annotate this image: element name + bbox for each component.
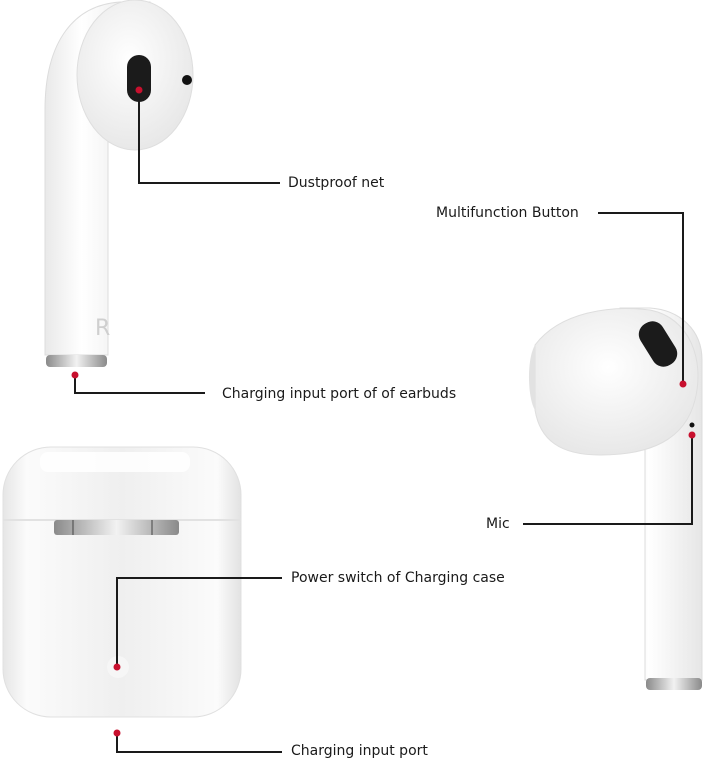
callout-charging-input-port-case: Charging input port bbox=[291, 743, 428, 759]
callout-charging-input-port-earbuds: Charging input port of of earbuds bbox=[222, 386, 457, 402]
charging-case bbox=[2, 446, 242, 718]
earbud-marking: R bbox=[95, 316, 110, 341]
dustproof-net-grille bbox=[127, 55, 151, 102]
earbud-right-view bbox=[528, 307, 703, 690]
callout-mic: Mic bbox=[486, 516, 510, 532]
earbud-left-view: R bbox=[44, 0, 194, 367]
callout-multifunction-button: Multifunction Button bbox=[436, 205, 579, 221]
case-hinge bbox=[54, 520, 179, 535]
leader-lines bbox=[74, 90, 693, 753]
callout-dustproof-net: Dustproof net bbox=[288, 175, 385, 191]
earbud-charging-contact bbox=[46, 355, 107, 367]
callout-markers bbox=[71, 86, 696, 737]
callout-power-switch: Power switch of Charging case bbox=[291, 570, 505, 586]
